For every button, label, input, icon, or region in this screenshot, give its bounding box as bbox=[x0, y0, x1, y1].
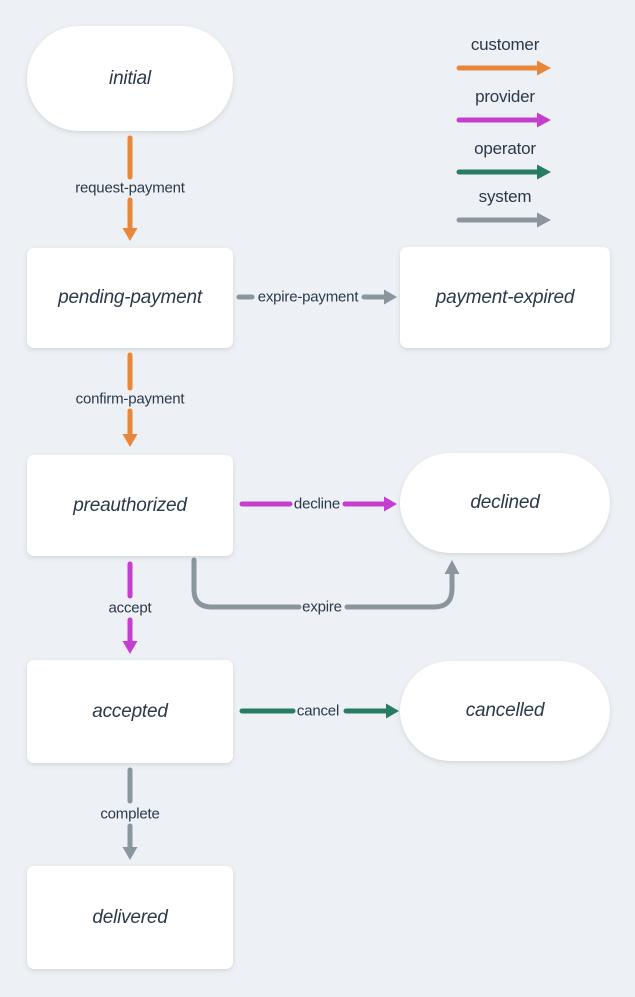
legend-item-provider: provider bbox=[453, 86, 557, 128]
state-label-cancelled: cancelled bbox=[465, 700, 545, 721]
transition-label-expire: expire bbox=[302, 598, 342, 616]
transition-label-confirm-payment: confirm-payment bbox=[75, 390, 185, 408]
legend-label-customer: customer bbox=[470, 35, 540, 54]
legend-label-operator: operator bbox=[474, 139, 536, 158]
state-node-cancelled: cancelled bbox=[400, 661, 610, 761]
legend-label-system: system bbox=[478, 187, 532, 206]
provider-arrow-icon bbox=[456, 112, 551, 128]
legend-item-operator: operator bbox=[453, 138, 557, 180]
state-label-declined: declined bbox=[470, 492, 540, 513]
state-node-initial: initial bbox=[27, 26, 233, 131]
state-label-payment-expired: payment-expired bbox=[435, 286, 575, 308]
legend-label-provider: provider bbox=[475, 87, 535, 106]
operator-arrow-icon bbox=[456, 164, 551, 180]
state-node-accepted: accepted bbox=[27, 660, 233, 763]
state-node-payment-expired: payment-expired bbox=[400, 247, 610, 348]
state-label-accepted: accepted bbox=[92, 700, 168, 722]
legend-item-customer: customer bbox=[453, 34, 557, 76]
system-arrow-icon bbox=[456, 212, 551, 228]
state-node-preauthorized: preauthorized bbox=[27, 455, 233, 556]
state-label-preauthorized: preauthorized bbox=[73, 494, 187, 516]
transition-label-cancel: cancel bbox=[296, 702, 340, 720]
transition-label-accept: accept bbox=[108, 599, 152, 617]
transition-label-decline: decline bbox=[293, 495, 341, 513]
legend-item-system: system bbox=[453, 186, 557, 228]
state-node-declined: declined bbox=[400, 453, 610, 553]
transition-label-request-payment: request-payment bbox=[75, 179, 185, 197]
transition-label-complete: complete bbox=[100, 805, 160, 823]
customer-arrow-icon bbox=[456, 60, 551, 76]
state-label-delivered: delivered bbox=[92, 906, 168, 928]
transition-label-expire-payment: expire-payment bbox=[257, 288, 359, 306]
state-label-pending-payment: pending-payment bbox=[58, 287, 202, 308]
state-node-pending-payment: pending-payment bbox=[27, 248, 233, 348]
state-node-delivered: delivered bbox=[27, 866, 233, 969]
state-label-initial: initial bbox=[109, 67, 151, 89]
